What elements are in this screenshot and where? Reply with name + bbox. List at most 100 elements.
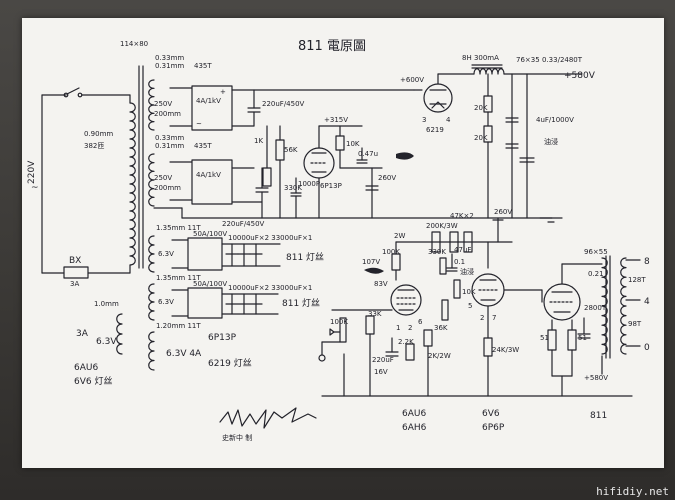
v-600: +600V bbox=[400, 76, 424, 84]
c-01: 0.1 bbox=[454, 258, 465, 266]
primary-turns: 382匝 bbox=[84, 142, 104, 150]
r-2k: 2K/2W bbox=[428, 352, 451, 360]
damper-pin-b: 4 bbox=[446, 116, 451, 124]
svg-text:+: + bbox=[220, 88, 226, 96]
aux-volts: 6.3V bbox=[96, 337, 117, 347]
fil3-wire: 1.20mm 11T bbox=[156, 322, 201, 330]
v2-pin-a: 2 bbox=[480, 314, 484, 322]
hv2-turns: 435T bbox=[194, 142, 212, 150]
amp-b-plus-rail: 200K/3W 47K×2 260V 2W bbox=[394, 208, 513, 253]
hv2-wire: 0.33mm bbox=[155, 134, 184, 142]
r-10k-amp: 10K bbox=[462, 288, 476, 296]
c-1000p: 1000P bbox=[298, 180, 320, 188]
r-100k: 100K bbox=[382, 248, 400, 256]
aux-winding: 1.0mm 3A 6.3V 6AU6 6V6 灯丝 bbox=[74, 300, 123, 387]
cap2-label: 220uF/450V bbox=[222, 220, 265, 228]
r-22: 2.2K bbox=[398, 338, 414, 346]
fil-spec: 0.33/2480T bbox=[542, 56, 583, 64]
fil1-volts: 6.3V bbox=[158, 250, 174, 258]
ot-turns: 2800T bbox=[584, 304, 607, 312]
hv-winding-2: 0.33mm 0.31mm 435T 250V 200mm 4A/1kV bbox=[148, 134, 553, 219]
pot-100k: 100K bbox=[330, 318, 348, 326]
damper-tube: 6219 bbox=[426, 126, 444, 134]
hv-winding-1: 0.33mm 0.31mm 435T 250V 200mm 4A/1kV + ~ bbox=[148, 54, 415, 131]
r-20k-a: 20K bbox=[474, 104, 488, 112]
tube-v2b: 6P6P bbox=[482, 423, 505, 433]
tube-v1b: 6AH6 bbox=[402, 423, 427, 433]
fil3-volts: 6.3V 4A bbox=[166, 349, 202, 359]
signature-text: 史新中 制 bbox=[222, 433, 252, 442]
aux-current: 3A bbox=[76, 329, 89, 339]
c-out-label: 油浸 bbox=[544, 137, 558, 146]
v1-pin-c: 6 bbox=[418, 318, 423, 326]
c-047: 0.47u bbox=[358, 150, 378, 158]
mains-input: 220V ~ BX 3A bbox=[27, 87, 131, 288]
primary-wire: 0.90mm bbox=[84, 130, 113, 138]
fil3-load2: 6219 灯丝 bbox=[208, 357, 252, 369]
transformer-primary: 114×80 0.90mm 382匝 bbox=[84, 40, 148, 274]
supply-v-out: +580V bbox=[564, 71, 596, 81]
r-2w: 2W bbox=[394, 232, 405, 240]
mains-symbol: ~ bbox=[31, 183, 39, 193]
heater-supply-3: 1.20mm 11T 6.3V 4A 6P13P 6219 灯丝 bbox=[148, 322, 252, 371]
hv2-wire2: 0.31mm bbox=[155, 142, 184, 150]
h1-label: 811 灯丝 bbox=[286, 251, 324, 263]
reg-out: 260V bbox=[378, 174, 396, 182]
heater-supply-1: 1.35mm 11T 6.3V 50A/100V 10000uF×2 33000… bbox=[148, 224, 324, 273]
fil1-wire: 1.35mm 11T bbox=[156, 224, 201, 232]
h2-bridge: 50A/100V bbox=[193, 280, 227, 288]
fil-caps: 76×35 bbox=[516, 56, 540, 64]
regulator-stage: 56K 1K 1000P 330K +315V 6P13P bbox=[254, 116, 414, 219]
r-330k-grid: 330K bbox=[428, 248, 446, 256]
fil3-load1: 6P13P bbox=[208, 333, 237, 343]
v-16: 16V bbox=[374, 368, 388, 376]
v1-pin-a: 1 bbox=[396, 324, 400, 332]
r-330k: 330K bbox=[284, 184, 302, 192]
filter-cap-2: 220uF/450V bbox=[222, 167, 269, 228]
h2-label: 811 灯丝 bbox=[282, 297, 320, 309]
aux-load1: 6AU6 bbox=[74, 363, 98, 373]
reg-volts: +315V bbox=[324, 116, 348, 124]
h1-bridge: 50A/100V bbox=[193, 230, 227, 238]
transformer-core: 114×80 bbox=[120, 40, 148, 48]
tube-v1: 6AU6 bbox=[402, 409, 426, 419]
ot-feed: +580V bbox=[584, 374, 608, 382]
r-33k: 33K bbox=[368, 310, 382, 318]
r-36k: 36K bbox=[434, 324, 448, 332]
paper-sheet: 811 電原圖 220V ~ BX 3A bbox=[22, 18, 664, 468]
v2-pin-b: 7 bbox=[492, 314, 496, 322]
r-56k: 56K bbox=[284, 146, 298, 154]
r-10k: 10K bbox=[346, 140, 360, 148]
signature: 史新中 制 bbox=[219, 407, 317, 442]
c-220: 220uF bbox=[372, 356, 394, 364]
hv2-w: 200mm bbox=[154, 184, 181, 192]
v1-pin-b: 2 bbox=[408, 324, 412, 332]
fuse-label: BX bbox=[69, 256, 81, 266]
choke-label: 8H 300mA bbox=[462, 54, 499, 62]
r-20k-b: 20K bbox=[474, 134, 488, 142]
hv1-volts: 250V bbox=[154, 100, 172, 108]
bridge1-rating: 4A/1kV bbox=[196, 97, 221, 105]
driver-stage-6v6: 330K 0.1 油浸 47uF 10K 36K 5 2 7 bbox=[428, 241, 543, 433]
aux-wire: 1.0mm bbox=[94, 300, 119, 308]
svg-text:~: ~ bbox=[196, 120, 202, 128]
bridge2-rating: 4A/1kV bbox=[196, 171, 221, 179]
fuse-rating: 3A bbox=[70, 280, 79, 288]
ot-sec2: 98T bbox=[628, 320, 642, 328]
r-1k-reg: 1K bbox=[254, 137, 263, 145]
hv1-turns: 435T bbox=[194, 62, 212, 70]
r-24k: 24K/3W bbox=[492, 346, 519, 354]
cap1-label: 220uF/450V bbox=[262, 100, 305, 108]
tube-v3: 811 bbox=[590, 411, 607, 421]
hv1-wire2: 0.31mm bbox=[155, 62, 184, 70]
output-transformer: 96×55 0.21 2800T +580V 8 4 0 128T 98T bbox=[584, 248, 650, 382]
schematic-title: 811 電原圖 bbox=[298, 39, 366, 54]
h1-caps: 10000uF×2 33000uF×1 bbox=[228, 234, 312, 242]
amp-v-107: 107V bbox=[362, 258, 380, 266]
h2-caps: 10000uF×2 33000uF×1 bbox=[228, 284, 312, 292]
reg-tube: 6P13P bbox=[320, 182, 342, 190]
schematic-drawing: 811 電原圖 220V ~ BX 3A bbox=[27, 39, 650, 442]
tube-v2: 6V6 bbox=[482, 409, 500, 419]
fil2-volts: 6.3V bbox=[158, 298, 174, 306]
